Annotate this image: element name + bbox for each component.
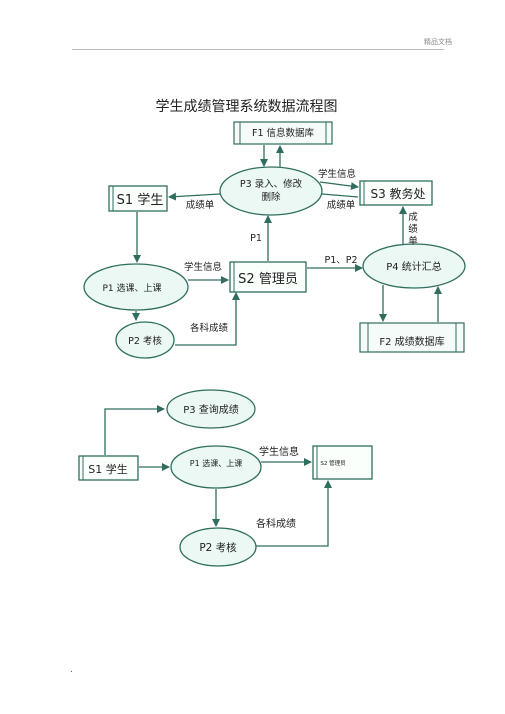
edge-p2-to-s2 xyxy=(175,292,240,346)
f2-datastore: F2 成绩数据库 xyxy=(359,322,465,353)
d2-edge-p2-to-s2 xyxy=(256,480,332,547)
d2-p2-process: P2 考核 xyxy=(179,527,257,567)
d2-p1-label: P1 选课、上课 xyxy=(190,458,242,468)
d2-edge-s1-to-p3 xyxy=(104,405,165,455)
s3-entity: S3 教务处 xyxy=(359,180,433,206)
footer-mark: . xyxy=(70,665,73,675)
edge-label-p3-s1: 成绩单 xyxy=(186,199,215,211)
diagram-title: 学生成绩管理系统数据流程图 xyxy=(155,99,338,115)
s1-label: S1 学生 xyxy=(117,192,164,208)
d2-p2-label: P2 考核 xyxy=(199,541,237,554)
p3-process: P3 录入、修改 删除 xyxy=(219,166,323,216)
p4-label: P4 统计汇总 xyxy=(386,260,442,273)
edge-label-p3-s3-info: 学生信息 xyxy=(318,168,356,180)
d2-s1-label: S1 学生 xyxy=(88,462,127,476)
edge-label-p4-s3-1: 成 xyxy=(408,211,418,223)
d2-p3-process: P3 查询成绩 xyxy=(166,389,256,429)
s1-entity: S1 学生 xyxy=(108,185,168,212)
f2-label: F2 成绩数据库 xyxy=(379,335,444,348)
f1-label: F1 信息数据库 xyxy=(252,127,315,139)
edge-label-p4-s3-3: 单 xyxy=(408,235,418,247)
edge-label-s2-p4: P1、P2 xyxy=(324,255,357,266)
p2-process: P2 考核 xyxy=(115,321,175,359)
p3-label-line2: 删除 xyxy=(261,191,281,203)
d2-s2-entity: S2 管理员 xyxy=(312,445,373,480)
p4-process: P4 统计汇总 xyxy=(362,243,466,289)
edge-p3-to-s3-info xyxy=(319,181,359,191)
d2-p1-process: P1 选课、上课 xyxy=(170,445,262,489)
d2-s1-entity: S1 学生 xyxy=(78,455,139,481)
edge-label-p4-s3-2: 绩 xyxy=(408,223,418,235)
edge-label-p2-s2: 各科成绩 xyxy=(190,322,229,334)
edge-p3-to-s1 xyxy=(168,192,221,201)
p3-label-line1: P3 录入、修改 xyxy=(240,178,303,190)
d2-p3-label: P3 查询成绩 xyxy=(183,403,239,416)
f1-datastore: F1 信息数据库 xyxy=(233,121,333,145)
d2-s2-label: S2 管理员 xyxy=(320,459,346,467)
edge-label-p1-s2: 学生信息 xyxy=(184,261,222,273)
edge-label-s2-p3: P1 xyxy=(250,233,262,244)
d2-edge-label-p2-s2: 各科成绩 xyxy=(256,517,296,530)
d2-edge-label-p1-s2: 学生信息 xyxy=(259,445,299,458)
p1-label: P1 选课、上课 xyxy=(102,282,161,294)
s2-entity: S2 管理员 xyxy=(229,261,307,293)
s2-label: S2 管理员 xyxy=(238,272,298,287)
edge-label-p3-s3-grade: 成绩单 xyxy=(327,199,356,211)
header-label: 精品文档 xyxy=(424,38,452,46)
s3-label: S3 教务处 xyxy=(370,186,425,201)
header-rule xyxy=(72,49,444,50)
p2-label: P2 考核 xyxy=(128,335,162,347)
edge-s3-p3-grade xyxy=(321,193,359,198)
p1-process: P1 选课、上课 xyxy=(83,263,189,311)
